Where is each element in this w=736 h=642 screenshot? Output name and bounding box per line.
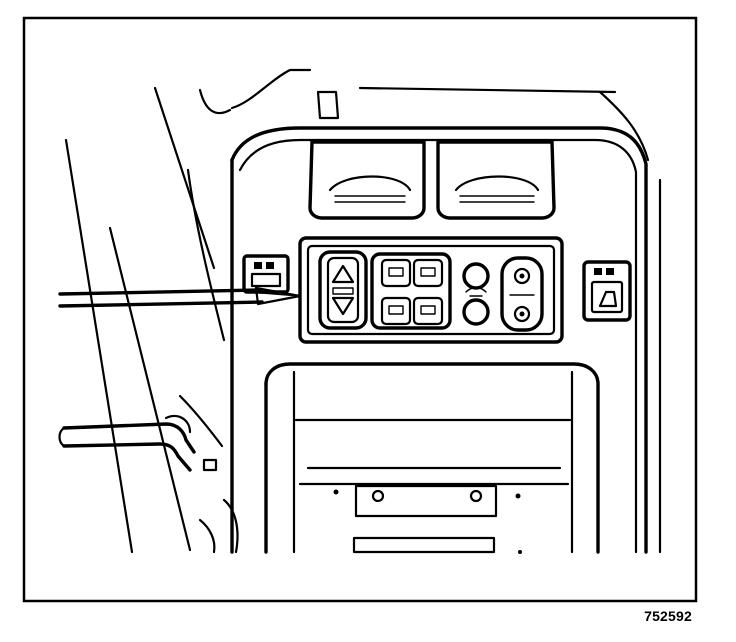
round-buttons [462,262,490,326]
figure-id-label: 752592 [644,608,692,624]
storage-compartment [264,362,600,554]
quad-button-block [370,252,452,330]
grab-handle [58,394,224,472]
flat-blade-tool [58,286,302,308]
harness-lines [198,498,239,554]
overhead-console-housing [230,126,648,554]
map-lamp-right [436,140,556,220]
control-panel [298,236,564,344]
up-down-rocker [318,250,368,330]
side-switch-left [242,254,290,294]
side-switch-right [582,260,632,322]
background-trim-lines [64,68,662,554]
reading-lamp-rocker [500,256,544,332]
map-lamp-left [308,140,426,220]
